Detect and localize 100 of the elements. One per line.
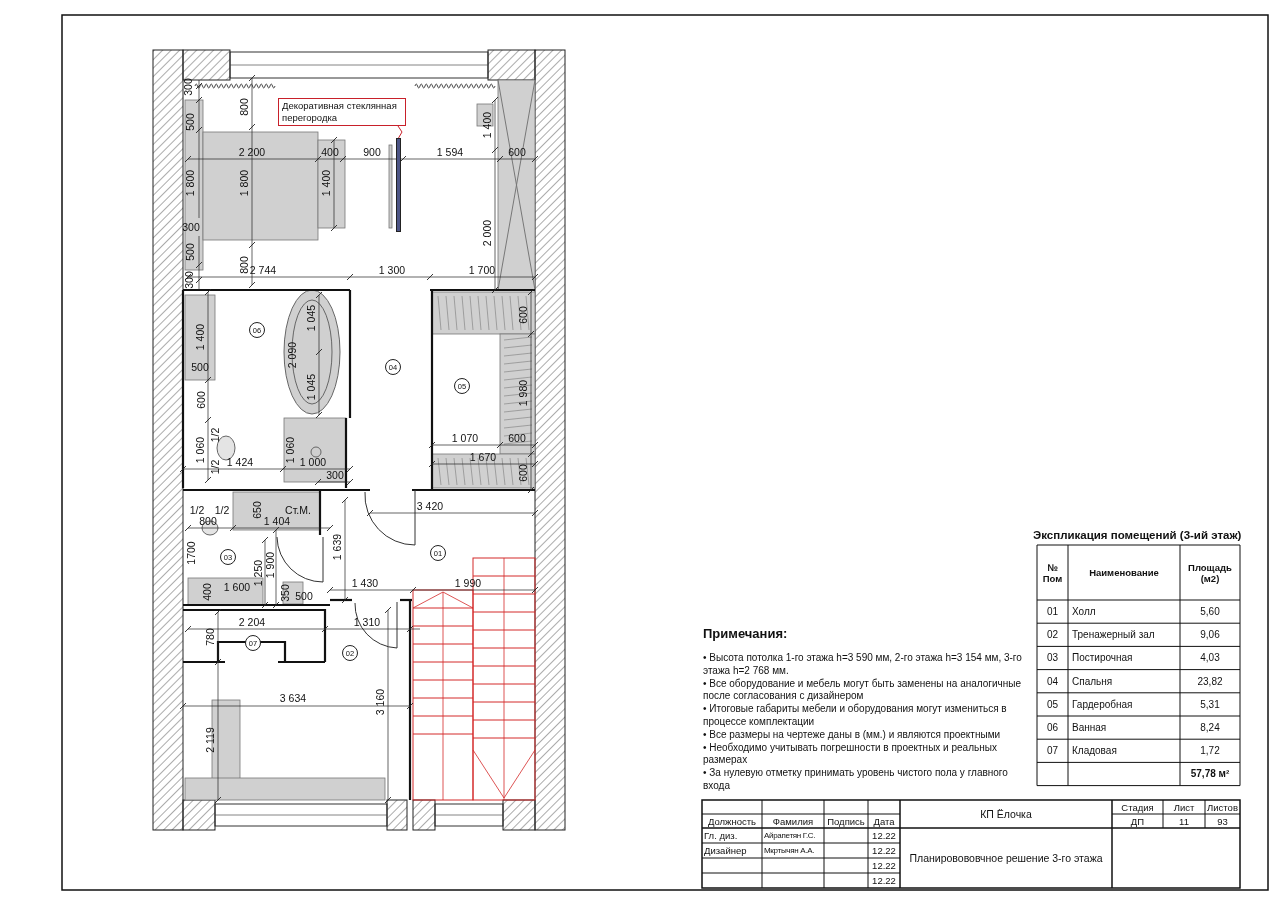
title-block-text: Дата: [873, 815, 895, 827]
dimension-label: 300: [182, 78, 194, 96]
title-block-text: Фамилия: [772, 815, 814, 827]
title-block-text: Лист: [1173, 801, 1195, 813]
note-text: • Высота потолка 1-го этажа h=3 590 мм, 2-го этажа h=3 154 мм, 3-го этажа h=2 768 мм.: [703, 652, 1023, 677]
dimension-label: 1 594: [436, 146, 464, 158]
dimension-label: 400: [321, 146, 339, 158]
table-title: Экспликация помещений (3-ий этаж): [1033, 530, 1242, 542]
dimension-label: 1700: [185, 541, 197, 565]
dimension-label: 500: [191, 361, 209, 373]
dimension-label: 2 119: [204, 727, 216, 753]
dimension-label: 1 670: [469, 451, 497, 463]
title-block-text: КП Ёлочка: [980, 808, 1032, 820]
table-text: 1,72: [1200, 745, 1220, 757]
dimension-label: 1 045: [305, 304, 317, 332]
dimension-label: 2 744: [249, 264, 277, 276]
table-text: 01: [1046, 606, 1059, 618]
dimension-label: 2 200: [238, 146, 266, 158]
dimension-label: 1 980: [517, 379, 529, 407]
dimension-label: 1 045: [305, 373, 317, 401]
dimension-label: 1 250: [252, 559, 264, 587]
table-text: 5,31: [1200, 698, 1220, 710]
title-block-text: Подпись: [827, 815, 865, 827]
title-block-text: Планировововчное решение 3-го этажа: [909, 852, 1103, 864]
header-text: № Пом: [1041, 561, 1064, 584]
glass-partition: [396, 138, 401, 232]
room-label: Ст.М.: [285, 504, 311, 516]
table-text: 5,60: [1200, 606, 1220, 618]
dimension-label: 1 639: [331, 533, 343, 561]
note-text: • Необходимо учитывать погрешности в проектных и реальных размерах: [703, 741, 998, 767]
header-text: Площадь (м2): [1187, 561, 1233, 584]
dimension-label: 1 400: [481, 111, 493, 139]
table-text: Кладовая: [1072, 745, 1117, 757]
table-text: 9,06: [1200, 629, 1220, 641]
table-text: 23,82: [1197, 675, 1223, 687]
dimension-label: 1/2: [209, 427, 221, 443]
table-text: 06: [1046, 722, 1059, 734]
dimension-label: 1 600: [223, 581, 251, 593]
table-text: 4,03: [1200, 652, 1220, 664]
dimension-label: 1 990: [454, 577, 482, 589]
dimension-label: 780: [204, 628, 216, 646]
dimension-label: 300: [326, 469, 344, 481]
dimension-label: 1 400: [320, 169, 332, 197]
dimension-label: 1 900: [264, 551, 276, 579]
dimension-label: 500: [295, 590, 313, 602]
table-text: 03: [1046, 652, 1059, 664]
dimension-label: 1 400: [194, 323, 206, 351]
title-block-text: 12.22: [872, 875, 896, 886]
dimension-label: 1 800: [184, 169, 196, 197]
title-block-text: Гл. диз.: [704, 830, 738, 841]
dimension-label: 800: [238, 98, 250, 116]
dimension-label: 1 060: [194, 436, 206, 464]
dimension-label: 1 424: [226, 456, 254, 468]
dimension-label: 600: [508, 146, 526, 158]
title-block-text: 12.22: [872, 830, 896, 841]
dimension-label: 400: [201, 583, 213, 601]
header-text: Наименование: [1089, 567, 1159, 578]
table-text: 57,78 м²: [1190, 768, 1230, 780]
title-block-text: Дизайнер: [704, 845, 747, 856]
dimension-label: 1/2: [214, 504, 230, 516]
table-text: 02: [1046, 629, 1059, 641]
dimension-label: 1/2: [189, 504, 205, 516]
dimension-label: 600: [508, 432, 526, 444]
dimension-label: 350: [279, 584, 291, 602]
table-text: 04: [1046, 675, 1059, 687]
note-text: • Все оборудование и мебель могут быть заменены на аналогичные после согласования с дизайнером: [703, 677, 1023, 703]
dimension-label: 300: [182, 221, 200, 233]
note-text: • Итоговые габариты мебели и оборудования могут измениться в процессе комплектации: [703, 703, 1008, 728]
table-text: Постирочная: [1072, 652, 1133, 664]
dimension-label: 1/2: [209, 459, 221, 475]
title-block-text: Листов: [1207, 801, 1238, 813]
dimension-label: 600: [517, 464, 529, 482]
title-block-text: Мкртычян А.А.: [764, 846, 815, 855]
dimension-label: 650: [251, 501, 263, 519]
notes-heading: Примечания:: [703, 627, 788, 640]
title-block-text: Стадия: [1121, 801, 1154, 813]
dimension-label: 500: [184, 243, 196, 261]
note-text: • Все размеры на чертеже даны в (мм.) и являются проектными: [703, 728, 1002, 741]
dimension-label: 800: [199, 515, 217, 527]
dimension-label: 2 000: [481, 219, 493, 247]
dimension-label: 1 430: [351, 577, 379, 589]
dimension-label: 1 000: [299, 456, 327, 468]
dimension-label: 600: [195, 391, 207, 409]
title-block-text: 11: [1179, 815, 1189, 827]
note-text: • За нулевую отметку принимать уровень чистого пола у главного входа: [703, 767, 1009, 792]
dimension-label: 1 060: [284, 436, 296, 464]
dimension-label: 3 634: [279, 692, 307, 704]
dimension-label: 3 160: [374, 688, 386, 716]
title-block-text: 12.22: [872, 845, 896, 856]
table-text: Ванная: [1072, 722, 1107, 734]
dimension-label: 600: [517, 306, 529, 324]
title-block-text: 12.22: [872, 860, 896, 871]
table-text: Тренажерный зал: [1072, 629, 1155, 641]
table-text: 8,24: [1200, 722, 1220, 734]
dimension-label: 500: [184, 113, 196, 131]
table-text: 07: [1046, 745, 1059, 757]
table-text: Холл: [1072, 606, 1096, 618]
dimension-label: 800: [238, 256, 250, 274]
dimension-label: 1 700: [468, 264, 496, 276]
dimension-label: 1 800: [238, 169, 250, 197]
